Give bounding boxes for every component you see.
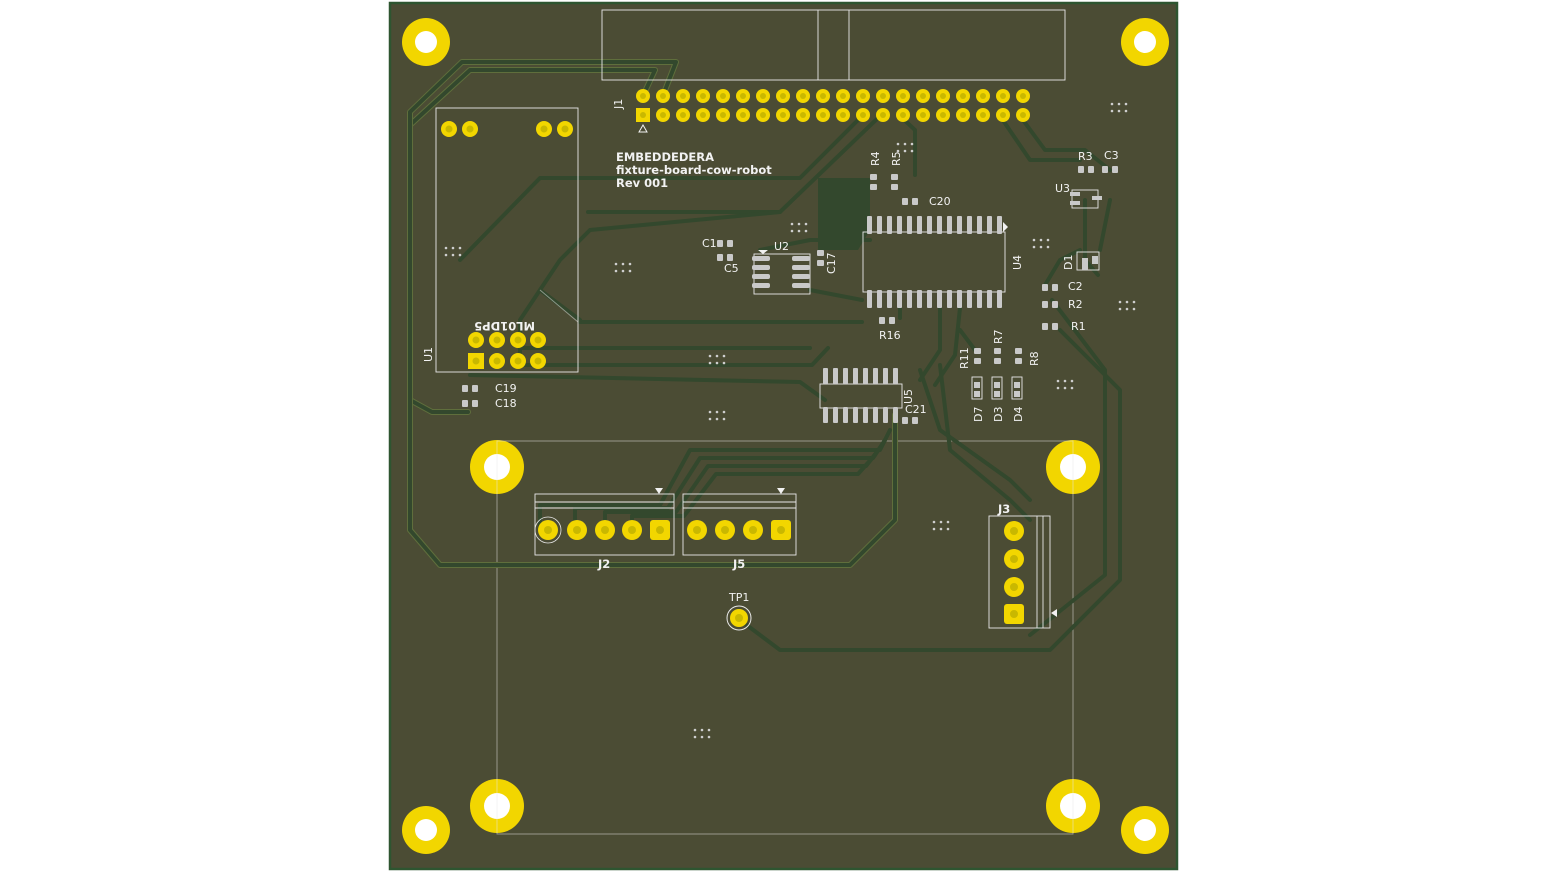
ref-d7: D7 (972, 407, 985, 422)
ref-r16: R16 (879, 329, 901, 342)
j3-connector (988, 515, 1057, 629)
via-clusters (444, 102, 1136, 739)
ref-c18: C18 (495, 397, 517, 410)
ref-tp1: TP1 (728, 591, 749, 604)
silk-project: fixture-board-cow-robot (616, 163, 772, 177)
j2-connector (534, 488, 675, 556)
ref-j1: J1 (612, 99, 625, 110)
ref-r1: R1 (1071, 320, 1086, 333)
ref-u3: U3 (1055, 182, 1070, 195)
ref-u5: U5 (902, 389, 915, 404)
copper-pour (818, 178, 870, 250)
ref-d4: D4 (1012, 407, 1025, 422)
u4-ic (862, 216, 1008, 308)
ref-r7: R7 (992, 329, 1005, 344)
board-outline (388, 1, 1179, 871)
ref-u1: U1 (422, 347, 435, 362)
ref-j3: J3 (997, 502, 1010, 516)
ref-r11: R11 (958, 347, 971, 369)
ref-r8: R8 (1028, 351, 1041, 366)
leds (971, 376, 1023, 400)
ref-c19: C19 (495, 382, 517, 395)
tp1-testpoint (726, 605, 752, 631)
ref-c2: C2 (1068, 280, 1083, 293)
silk-module-label: ML01DP5 (474, 319, 535, 333)
ref-c21: C21 (905, 403, 927, 416)
silkscreen: EMBEDDEDERA fixture-board-cow-robot Rev … (422, 99, 1119, 604)
ref-d1: D1 (1062, 255, 1075, 270)
silk-revision: Rev 001 (616, 176, 668, 190)
ref-c17: C17 (825, 252, 838, 274)
u1-module (435, 107, 579, 373)
pin1-marker-icon (638, 123, 648, 133)
ref-u4: U4 (1011, 255, 1024, 270)
ref-r5: R5 (890, 151, 903, 166)
ref-u2: U2 (774, 240, 789, 253)
mezzanine-outline (496, 440, 1074, 835)
ref-d3: D3 (992, 407, 1005, 422)
ref-j5: J5 (732, 557, 745, 571)
j1-header (601, 9, 1066, 133)
u2-ic (752, 250, 811, 295)
d1-diode (1076, 251, 1100, 271)
ref-c1: C1 (702, 237, 717, 250)
ref-c5: C5 (724, 262, 739, 275)
u3-ic (1070, 189, 1102, 209)
passive-components (462, 166, 1118, 424)
ref-r4: R4 (869, 151, 882, 166)
j5-connector (682, 488, 797, 556)
ref-r2: R2 (1068, 298, 1083, 311)
silk-company: EMBEDDEDERA (616, 150, 714, 164)
ref-c20: C20 (929, 195, 951, 208)
ref-r3: R3 (1078, 150, 1093, 163)
copper-traces (407, 59, 1122, 652)
ref-c3: C3 (1104, 149, 1119, 162)
ref-j2: J2 (597, 557, 610, 571)
u5-ic (819, 368, 903, 423)
